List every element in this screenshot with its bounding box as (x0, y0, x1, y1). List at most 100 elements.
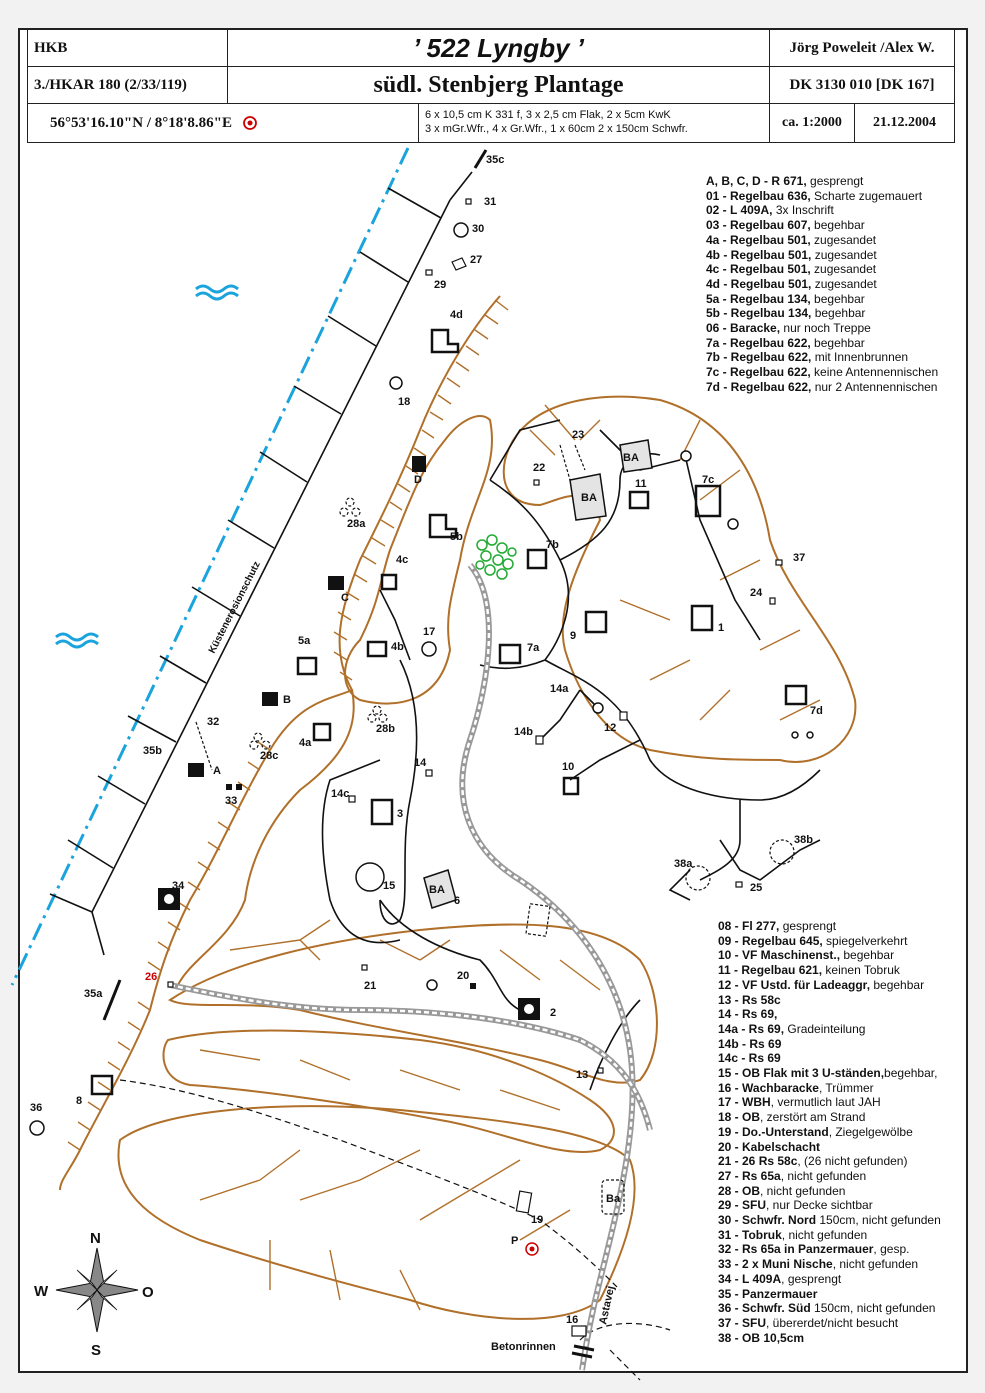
legend-entry: 27 - Rs 65a, nicht gefunden (718, 1169, 941, 1184)
legend-desc: spiegelverkehrt (822, 933, 908, 948)
legend-entry: 21 - 26 Rs 58c, (26 nicht gefunden) (718, 1154, 941, 1169)
label-13: 13 (576, 1069, 588, 1081)
betonrinnen-marker (573, 1344, 595, 1352)
legend-key: 29 - SFU (718, 1198, 767, 1213)
label-20: 20 (457, 970, 469, 982)
label-4a: 4a (299, 737, 312, 749)
legend-entry: 08 - Fl 277, gesprengt (718, 919, 941, 934)
bunker-10 (562, 776, 580, 796)
legend-entry: 11 - Regelbau 621, keinen Tobruk (718, 963, 941, 978)
label-30: 30 (472, 223, 484, 235)
compass-n: N (90, 1230, 101, 1247)
legend-desc: , übererdet/nicht besucht (766, 1315, 899, 1330)
label-38b: 38b (794, 834, 813, 846)
label-ba-1: BA (623, 452, 639, 464)
legend-entry: 12 - VF Ustd. für Ladeaggr, begehbar (718, 978, 941, 993)
legend-desc: , vermutlich laut JAH (770, 1095, 881, 1110)
legend-key: 36 - Schwfr. Süd (718, 1301, 811, 1316)
water-symbol-south (55, 632, 99, 649)
bunker-4c (380, 573, 398, 591)
label-14a: 14a (550, 683, 569, 695)
legend-desc: , nicht gefunden (781, 1227, 868, 1242)
legend-key: 5b - Regelbau 134, (706, 306, 812, 321)
track-dashed (119, 1079, 671, 1381)
bunker-7d (784, 684, 808, 706)
legend-key: 4a - Regelbau 501, (706, 232, 811, 247)
legend-entry: 4d - Regelbau 501, zugesandet (706, 277, 938, 292)
legend-entry: 4a - Regelbau 501, zugesandet (706, 233, 938, 248)
legend-key: 33 - 2 x Muni Nische (718, 1257, 833, 1272)
astavej-road (169, 563, 653, 1371)
compass-rose: N S W O (34, 1230, 154, 1359)
legend-entry: 7c - Regelbau 622, keine Antennennischen (706, 365, 938, 380)
coordinates-cell: 56°53'16.10"N / 8°18'8.86"E (27, 103, 419, 143)
legend-key: 5a - Regelbau 134, (706, 291, 811, 306)
legend-entry: 14 - Rs 69, (718, 1007, 941, 1022)
legend-key: 4d - Regelbau 501, (706, 276, 812, 291)
legend-desc: zugesandet (811, 276, 877, 291)
compass-o: O (142, 1284, 154, 1301)
legend-key: 27 - Rs 65a (718, 1168, 781, 1183)
legend-desc: Scharte zugemauert (810, 188, 923, 203)
armament-line-1: 6 x 10,5 cm K 331 f, 3 x 2,5 cm Flak, 2 … (425, 109, 671, 121)
legend-key: 28 - OB (718, 1183, 761, 1198)
label-36: 36 (30, 1102, 42, 1114)
label-35a: 35a (84, 988, 103, 1000)
map-title: ’ 522 Lyngby ’ (227, 29, 770, 67)
legend-desc: , Trümmer (818, 1080, 874, 1095)
label-32: 32 (207, 716, 219, 728)
label-3: 3 (397, 808, 403, 820)
bunker-7a (498, 643, 522, 665)
legend-desc: begehbar (840, 948, 895, 963)
legend-desc: keine Antennennischen (810, 365, 939, 380)
label-7a: 7a (527, 642, 540, 654)
bunker-7c (694, 484, 722, 518)
label-27: 27 (470, 254, 482, 266)
legend-entry: 02 - L 409A, 3x Inschrift (706, 203, 938, 218)
legend-desc: begehbar, (884, 1066, 938, 1081)
label-24: 24 (750, 587, 763, 599)
coordinates: 56°53'16.10"N / 8°18'8.86"E (50, 114, 232, 131)
label-14c: 14c (331, 788, 349, 800)
legend-desc: , (26 nicht gefunden) (797, 1154, 908, 1169)
legend-desc: zugesandet (811, 247, 877, 262)
legend-desc: nur 2 Antennennischen (811, 379, 938, 394)
legend-entry: 32 - Rs 65a in Panzermauer, gesp. (718, 1242, 941, 1257)
label-28b: 28b (376, 723, 395, 735)
legend-key: 34 - L 409A (718, 1271, 782, 1286)
label-19: 19 (531, 1214, 543, 1226)
legend-entry: 10 - VF Maschinenst., begehbar (718, 948, 941, 963)
unit-code: HKB (27, 29, 228, 67)
legend-entry: 20 - Kabelschacht (718, 1140, 941, 1155)
coastal-protection (49, 149, 488, 1021)
label-25: 25 (750, 882, 762, 894)
legend-desc: 150cm, nicht gefunden (810, 1301, 936, 1316)
title-block: HKB 3./HKAR 180 (2/33/119) ’ 522 Lyngby … (27, 29, 955, 143)
label-2: 2 (550, 1007, 556, 1019)
legend-key: 7d - Regelbau 622, (706, 379, 812, 394)
bunker-4a (312, 722, 332, 742)
legend-key: 12 - VF Ustd. für Ladeaggr, (718, 977, 871, 992)
legend-entry: 14a - Rs 69, Gradeinteilung (718, 1022, 941, 1037)
label-p: P (511, 1235, 518, 1247)
bunker-C (328, 576, 344, 590)
legend-entry: 03 - Regelbau 607, begehbar (706, 218, 938, 233)
bunker-5b (428, 513, 458, 539)
legend-key: 08 - Fl 277, (718, 919, 780, 933)
legend-entry: 13 - Rs 58c (718, 993, 941, 1008)
label-betonrinnen: Betonrinnen (491, 1341, 556, 1353)
legend-desc: begehbar (811, 306, 866, 321)
label-5b: 5b (450, 531, 463, 543)
legend-desc: mit Innenbrunnen (811, 350, 909, 365)
legend-desc: begehbar (810, 218, 865, 233)
legend-desc: , gesp. (873, 1242, 910, 1257)
legend-entry: 38 - OB 10,5cm (718, 1331, 941, 1346)
legend-key: 13 - Rs 58c (718, 992, 781, 1007)
bunker-B (262, 692, 278, 706)
label-21: 21 (364, 980, 376, 992)
bunker-9 (584, 610, 608, 634)
label-kuesten: Küstenerosionschutz (207, 560, 263, 656)
legend-entry: 18 - OB, zerstört am Strand (718, 1110, 941, 1125)
